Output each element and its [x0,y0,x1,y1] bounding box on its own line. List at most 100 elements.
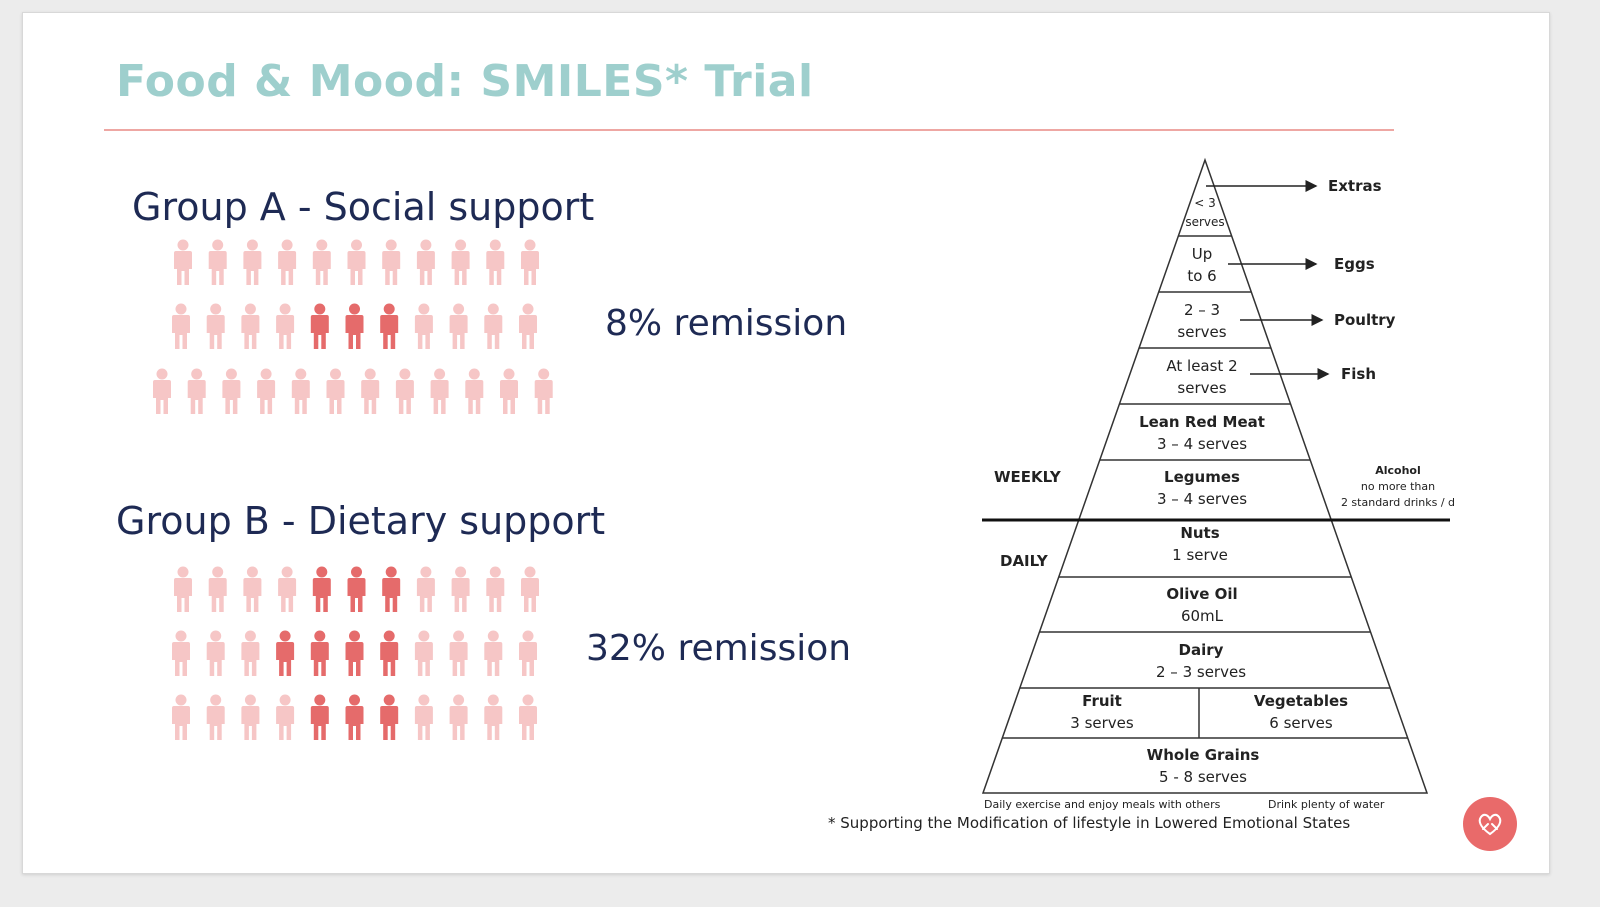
weekly-label: WEEKLY [994,468,1062,486]
person-icon [172,630,190,676]
pyramid-level-label: Dairy [1179,641,1224,659]
person-icon [153,368,171,414]
pyramid-level-label: Nuts [1180,524,1219,542]
group-a-remission: 8% remission [605,303,848,344]
pyramid-level-serves: 3 – 4 serves [1157,490,1247,508]
person-icon [449,694,468,740]
person-icon [276,694,295,740]
person-icon [241,694,260,740]
pyramid-level-label: Fruit [1082,692,1122,710]
person-icon [291,368,310,414]
person-icon [430,368,449,414]
person-icon [312,239,331,285]
pyramid-level-serves: serves [1177,379,1226,397]
person-icon [380,694,399,740]
person-icon [310,630,329,676]
pyramid-level-serves: 5 - 8 serves [1159,768,1247,786]
person-icon [206,630,225,676]
person-icon [172,694,190,740]
person-icon [484,630,503,676]
pyramid-level-serves: 2 – 3 serves [1156,663,1246,681]
pyramid-level-label: 2 – 3 [1184,301,1220,319]
person-icon [414,303,433,349]
group-a-title: Group A - Social support [132,185,595,229]
person-icon [414,694,433,740]
pyramid-level-label: Up [1192,245,1213,263]
person-icon [174,566,192,612]
arrow-label-extras: Extras [1328,177,1382,195]
logo-badge[interactable] [1463,797,1517,851]
person-icon [243,239,262,285]
pyramid-outline [981,157,1429,794]
pyramid-level-serves: to 6 [1187,267,1216,285]
pyramid-level-serves: 60mL [1181,607,1224,625]
person-icon [326,368,345,414]
group-b-title: Group B - Dietary support [116,499,606,543]
pyramid-level-label: Whole Grains [1147,746,1260,764]
pyramid-level-serves: 3 – 4 serves [1157,435,1247,453]
person-icon [222,368,241,414]
person-icon [312,566,331,612]
alcohol-note: 2 standard drinks / d [1341,496,1455,509]
person-icon [208,239,227,285]
person-icon [519,303,537,349]
person-icon [395,368,414,414]
arrow-label-eggs: Eggs [1334,255,1375,273]
person-icon [521,239,539,285]
person-icon [449,630,468,676]
person-icon [208,566,227,612]
person-icon [500,368,518,414]
person-icon [345,694,364,740]
person-icon [484,694,503,740]
person-icon [310,694,329,740]
person-icon [278,566,297,612]
pyramid-level-label: Legumes [1164,468,1240,486]
alcohol-note: no more than [1361,480,1435,493]
person-icon [534,368,553,414]
title-divider [104,129,1394,131]
pyramid-level-label: Olive Oil [1166,585,1237,603]
person-icon [361,368,380,414]
pyramid-level-label: Lean Red Meat [1139,413,1265,431]
pyramid-level-serves: 3 serves [1070,714,1134,732]
person-icon [416,239,435,285]
pyramid-level-serves: serves [1185,215,1224,229]
daily-label: DAILY [1000,552,1049,570]
person-icon [486,239,505,285]
person-icon [416,566,435,612]
person-icon [484,303,503,349]
person-icon [206,694,225,740]
person-icon [345,303,364,349]
person-icon [382,239,401,285]
person-icon [174,239,192,285]
person-icon [465,368,484,414]
water-note: Drink plenty of water [1268,798,1385,811]
pyramid-level-label: Vegetables [1254,692,1348,710]
alcohol-title: Alcohol [1375,464,1421,477]
person-icon [187,368,206,414]
person-icon [310,303,329,349]
person-icon [276,303,295,349]
person-icon [519,694,537,740]
pyramid-level-label: < 3 [1194,196,1216,210]
person-icon [276,630,295,676]
person-icon [345,630,364,676]
person-icon [521,566,539,612]
footnote: * Supporting the Modification of lifesty… [828,814,1351,832]
arrow-label-fish: Fish [1341,365,1376,383]
exercise-note: Daily exercise and enjoy meals with othe… [984,798,1221,811]
person-icon [486,566,505,612]
person-icon [451,566,470,612]
person-icon [241,303,260,349]
person-icon [278,239,297,285]
person-icon [451,239,470,285]
slide-title: Food & Mood: SMILES* Trial [116,56,814,107]
person-icon [347,566,366,612]
group-b-remission: 32% remission [586,628,852,669]
person-icon [172,303,190,349]
slide [22,12,1550,874]
person-icon [382,566,401,612]
person-icon [380,303,399,349]
person-icon [243,566,262,612]
